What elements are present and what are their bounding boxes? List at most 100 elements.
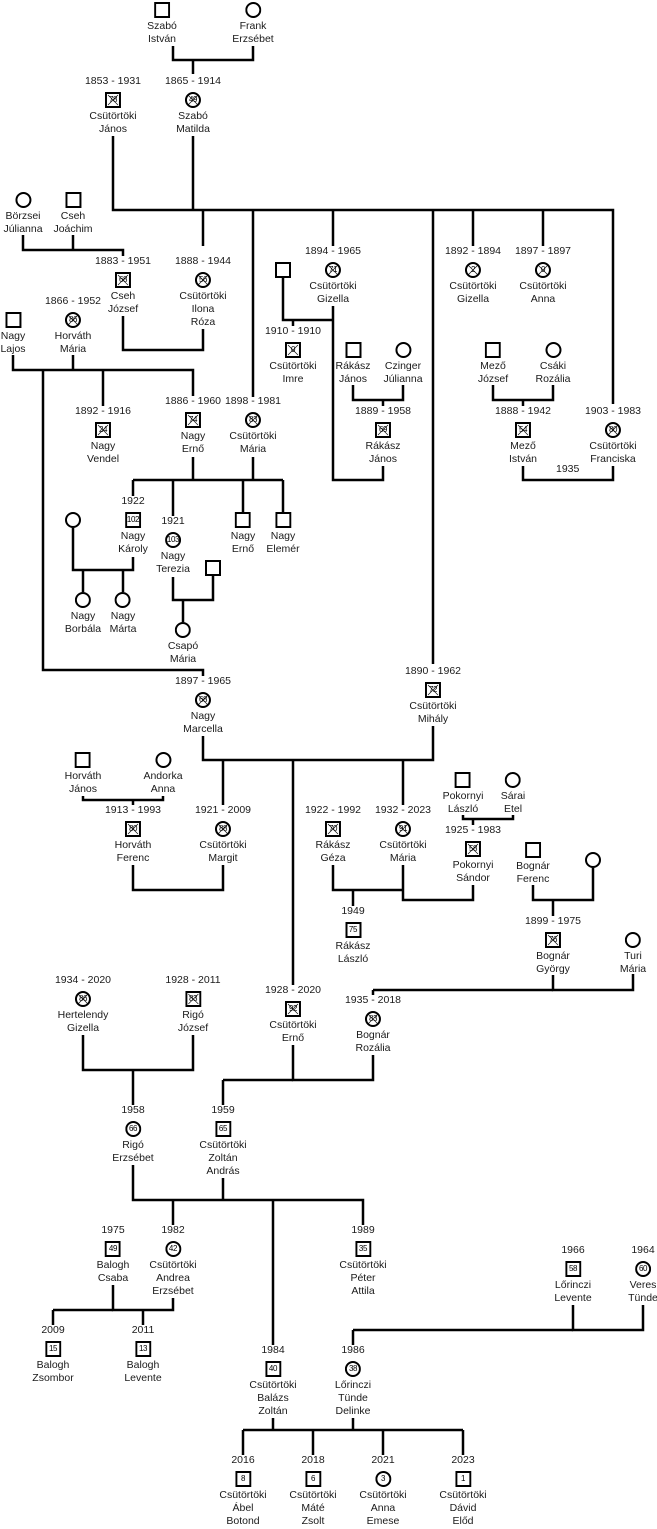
male-square-icon[interactable]: 65 <box>214 1121 231 1137</box>
female-circle-icon[interactable]: 60 <box>635 1261 651 1277</box>
female-circle-icon[interactable] <box>545 342 561 358</box>
male-square-icon[interactable] <box>74 752 91 768</box>
male-square-icon[interactable]: 13 <box>135 1341 151 1357</box>
female-circle-icon[interactable]: 83 <box>365 1011 381 1027</box>
female-circle-icon[interactable]: 38 <box>345 1361 361 1377</box>
male-square-icon[interactable] <box>64 192 81 208</box>
male-square-icon[interactable]: 24 <box>95 422 111 438</box>
male-square-icon[interactable] <box>344 342 361 358</box>
female-circle-icon[interactable]: 83 <box>245 412 261 428</box>
female-circle-icon[interactable] <box>624 932 641 948</box>
male-square-icon[interactable] <box>275 262 291 278</box>
male-square-icon[interactable]: 15 <box>45 1341 61 1357</box>
person-node[interactable] <box>275 245 291 280</box>
male-square-icon[interactable]: 35 <box>354 1241 371 1257</box>
female-circle-icon[interactable] <box>585 852 601 868</box>
male-square-icon[interactable] <box>454 772 471 788</box>
male-square-icon[interactable] <box>205 560 221 576</box>
female-circle-icon[interactable]: 88 <box>215 821 231 837</box>
female-circle-icon[interactable] <box>174 622 191 638</box>
female-circle-icon[interactable] <box>74 592 91 608</box>
male-square-icon[interactable]: 49 <box>104 1241 121 1257</box>
person-node[interactable] <box>65 495 81 530</box>
male-square-icon[interactable] <box>484 342 501 358</box>
female-circle-icon[interactable] <box>115 592 131 608</box>
male-square-icon[interactable]: 80 <box>125 821 141 837</box>
male-square-icon[interactable]: 69 <box>375 422 391 438</box>
male-square-icon[interactable]: 1 <box>454 1471 471 1487</box>
female-circle-icon[interactable]: 56 <box>195 272 211 288</box>
female-circle-icon[interactable] <box>15 192 31 208</box>
male-square-icon[interactable]: 74 <box>185 412 201 428</box>
person-node[interactable] <box>205 543 221 578</box>
male-square-icon[interactable]: 78 <box>105 92 121 108</box>
female-circle-icon[interactable]: 71 <box>325 262 341 278</box>
male-square-icon[interactable] <box>154 2 170 18</box>
female-circle-icon[interactable] <box>245 2 261 18</box>
male-square-icon[interactable]: 8 <box>234 1471 251 1487</box>
male-square-icon[interactable]: 58 <box>465 841 481 857</box>
female-circle-icon[interactable]: 91 <box>395 821 411 837</box>
female-circle-icon[interactable]: 0 <box>535 262 551 278</box>
female-circle-icon[interactable] <box>154 752 171 768</box>
male-square-icon[interactable]: 75 <box>344 922 361 938</box>
male-square-icon[interactable]: 54 <box>515 422 531 438</box>
male-square-icon[interactable]: 0 <box>285 342 301 358</box>
person-node[interactable] <box>585 835 601 870</box>
female-circle-icon[interactable]: 103 <box>164 532 181 548</box>
male-square-icon[interactable]: 40 <box>264 1361 281 1377</box>
male-square-icon[interactable]: 102 <box>124 512 141 528</box>
male-square-icon[interactable]: 92 <box>285 1001 301 1017</box>
female-circle-icon[interactable]: 42 <box>164 1241 181 1257</box>
male-square-icon[interactable] <box>234 512 251 528</box>
male-square-icon[interactable] <box>4 312 21 328</box>
female-circle-icon[interactable] <box>504 772 521 788</box>
male-square-icon[interactable]: 68 <box>115 272 131 288</box>
